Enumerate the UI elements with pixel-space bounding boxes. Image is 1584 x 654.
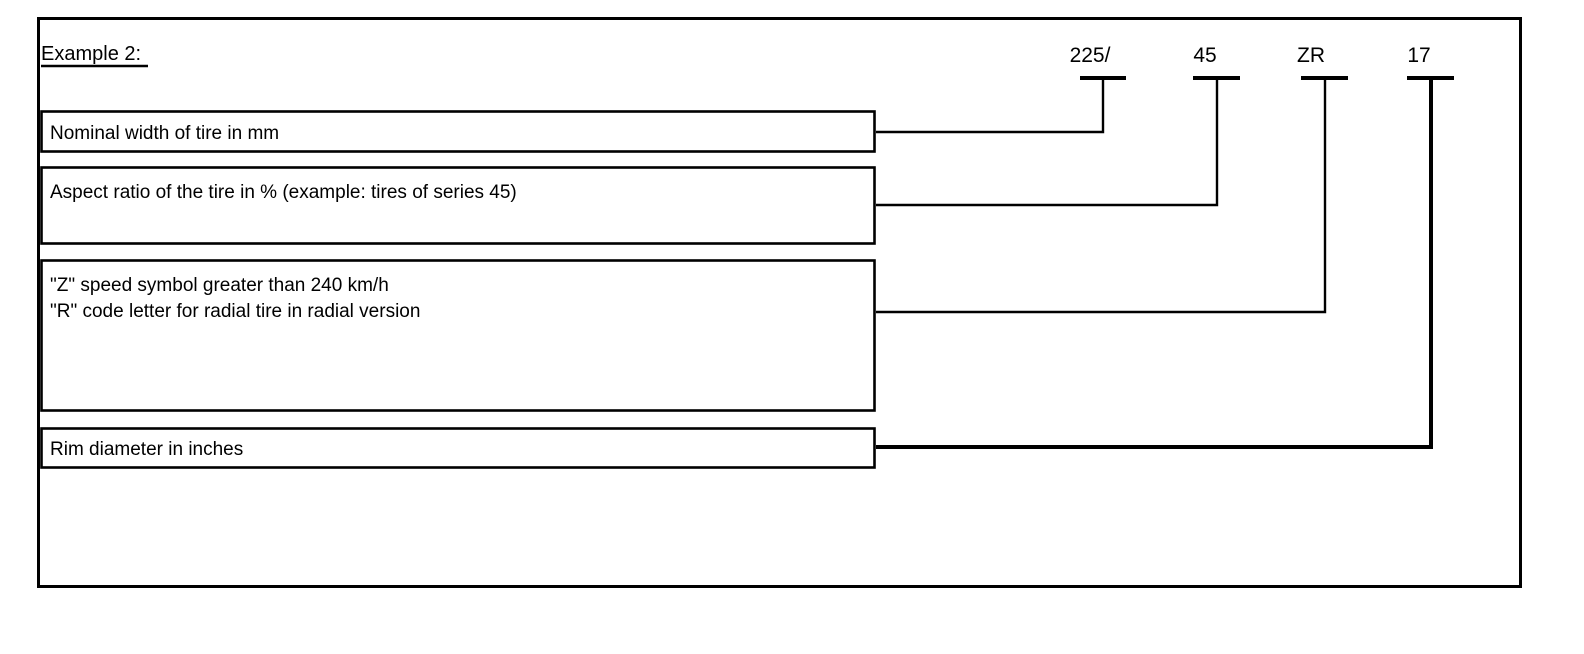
code-label-225: 225/	[1070, 44, 1111, 67]
code-label-group-2: ZR	[876, 44, 1348, 314]
description-text-2-line-0: "Z" speed symbol greater than 240 km/h	[50, 275, 389, 296]
diagram-frame	[37, 17, 1522, 588]
page-title: Example 2:	[41, 43, 141, 65]
description-box-0: Nominal width of tire in mm	[40, 110, 876, 153]
description-text-3-line-0: Rim diameter in inches	[50, 439, 243, 460]
description-box-2: "Z" speed symbol greater than 240 km/h "…	[40, 259, 876, 412]
code-label-17: 17	[1407, 44, 1430, 67]
description-box-rect-2	[40, 259, 876, 412]
description-box-1: Aspect ratio of the tire in % (example: …	[40, 166, 876, 245]
leader-line-17	[876, 78, 1433, 449]
description-box-rect-0	[40, 110, 876, 153]
description-box-rect-1	[40, 166, 876, 245]
description-text-0-line-0: Nominal width of tire in mm	[50, 123, 279, 144]
code-label-group-3: 17	[876, 44, 1454, 449]
code-label-group-1: 45	[876, 44, 1240, 207]
code-label-45: 45	[1193, 44, 1216, 67]
code-label-group-0: 225/	[876, 44, 1126, 134]
description-text-2-line-1: "R" code letter for radial tire in radia…	[50, 301, 420, 322]
description-box-3: Rim diameter in inches	[40, 427, 876, 469]
description-text-1-line-0: Aspect ratio of the tire in % (example: …	[50, 182, 517, 203]
leader-line-225	[876, 78, 1105, 134]
code-label-zr: ZR	[1297, 44, 1325, 67]
leader-line-zr	[876, 78, 1327, 314]
description-box-rect-3	[40, 427, 876, 469]
leader-line-45	[876, 78, 1219, 207]
